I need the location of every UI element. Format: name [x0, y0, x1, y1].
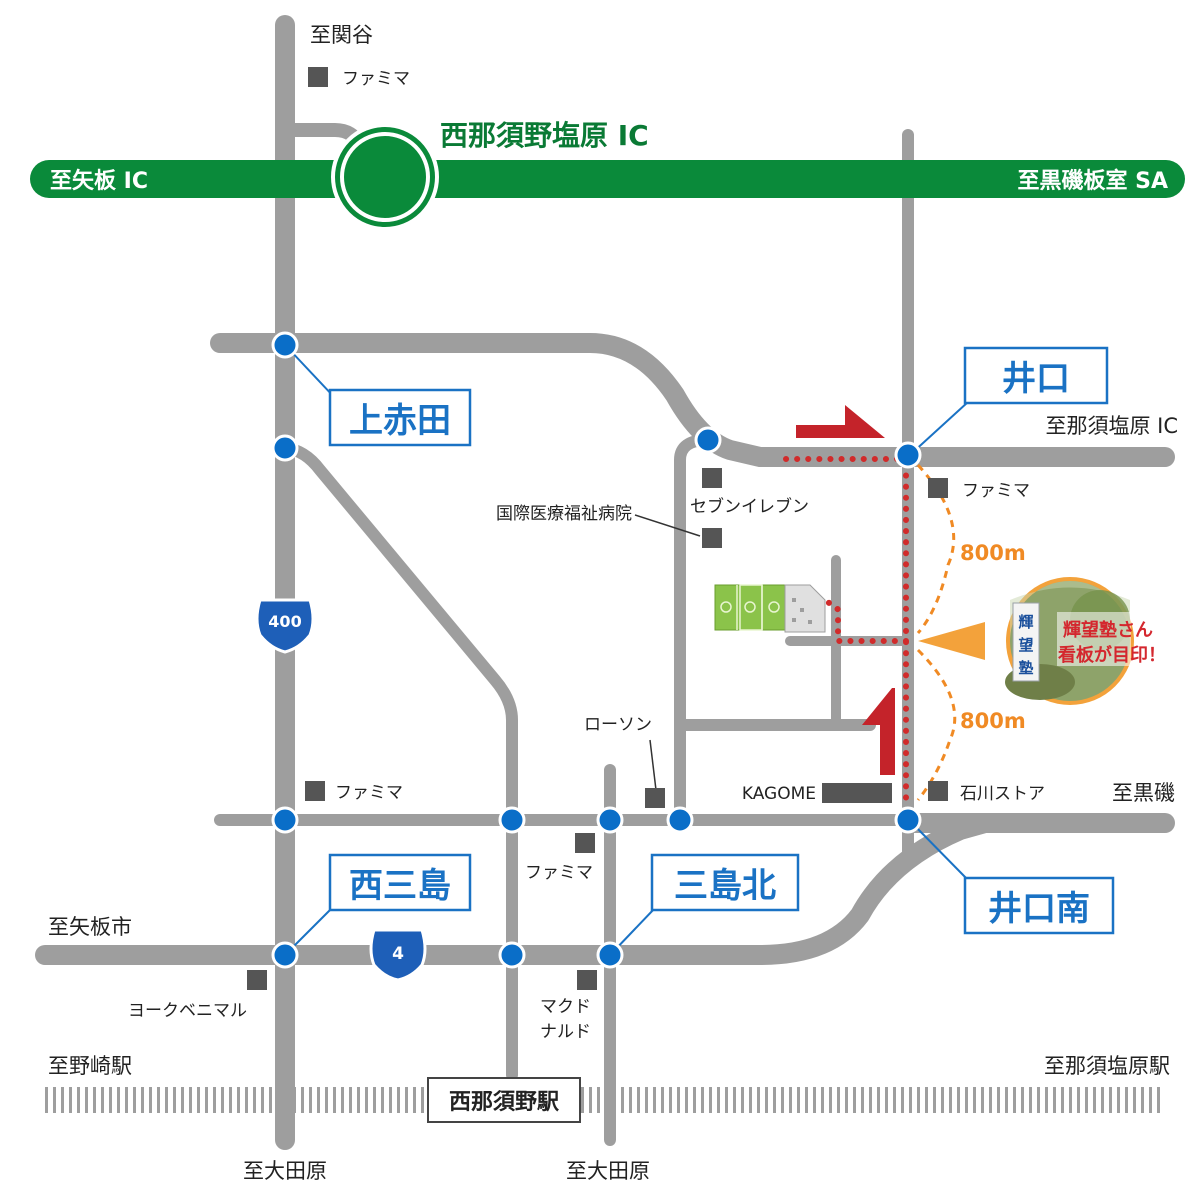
- route-400-label: 400: [268, 612, 301, 631]
- label-famima-mid: ファミマ: [525, 863, 593, 883]
- store-ishikawa-icon: [928, 781, 948, 801]
- label-kamiakada: 上赤田: [349, 401, 451, 441]
- dir-south-right: 至大田原: [566, 1159, 650, 1183]
- dir-west-lower: 至矢板市: [48, 915, 132, 939]
- school-building: [784, 584, 826, 633]
- dir-rail-west: 至野崎駅: [48, 1054, 132, 1078]
- store-hospital-icon: [702, 528, 722, 548]
- node-route4-mid: [498, 941, 526, 969]
- store-famima-west-icon: [305, 781, 325, 801]
- signboard-icon: [1012, 602, 1040, 682]
- node-kuroiso-1: [271, 806, 299, 834]
- signboard-callout: 輝 望 塾 輝望塾さん 看板が目印！: [918, 577, 1166, 705]
- label-famima-top: ファミマ: [342, 69, 410, 89]
- store-leader-lines: [634, 514, 701, 791]
- distance-upper-label: 800m: [960, 541, 1026, 565]
- sign-char-2: 望: [1018, 636, 1033, 654]
- store-kagome-icon: [822, 783, 892, 803]
- label-kagome: KAGOME: [742, 784, 816, 804]
- sign-char-1: 輝: [1018, 613, 1033, 631]
- callout-line-1: 輝望塾さん: [1063, 619, 1153, 641]
- store-labels: ファミマ セブンイレブン 国際医療福祉病院 ファミマ ローソン KAGOME 石…: [128, 69, 1045, 1042]
- label-mishimakita: 三島北: [674, 866, 776, 906]
- node-iguchi-minami: [894, 806, 922, 834]
- arrow-north-icon: [862, 688, 895, 775]
- store-seven-icon: [702, 468, 722, 488]
- station-label: 西那須野駅: [449, 1090, 559, 1115]
- node-kuroiso-2: [498, 806, 526, 834]
- highway-west-label: 至矢板 IC: [50, 168, 148, 194]
- store-lawson-icon: [645, 788, 665, 808]
- node-iguchi: [894, 441, 922, 469]
- dir-east-upper: 至那須塩原 IC: [1045, 414, 1178, 438]
- store-famima-mid-icon: [575, 833, 595, 853]
- dir-rail-east: 至那須塩原駅: [1044, 1054, 1170, 1078]
- node-nishimishima: [271, 941, 299, 969]
- dir-south-left: 至大田原: [243, 1159, 327, 1183]
- route-400-shield-icon: 400: [255, 598, 315, 654]
- store-mcd-icon: [577, 970, 597, 990]
- callout-line-2: 看板が目印！: [1057, 644, 1166, 666]
- route-4-label: 4: [392, 944, 404, 964]
- ic-name-label: 西那須野塩原 IC: [440, 119, 649, 152]
- label-mcd-2: ナルド: [540, 1022, 591, 1042]
- arrow-east-icon: [796, 405, 885, 438]
- store-famima-iguchi-icon: [928, 478, 948, 498]
- node-kamiakada-south: [271, 434, 299, 462]
- label-iguchi: 井口: [1002, 359, 1070, 399]
- route-arrows: [796, 405, 895, 775]
- roads: [35, 15, 1175, 1150]
- station: 西那須野駅: [427, 1077, 581, 1123]
- label-nishimishima: 西三島: [349, 866, 451, 906]
- store-famima-top-icon: [308, 67, 328, 87]
- dir-north-top: 至関谷: [310, 23, 373, 47]
- node-kuroiso-3: [596, 806, 624, 834]
- label-lawson: ローソン: [584, 715, 652, 735]
- label-ishikawa: 石川ストア: [960, 784, 1045, 804]
- intersection-nodes: [271, 331, 922, 969]
- store-markers: [247, 67, 948, 990]
- label-hospital: 国際医療福祉病院: [496, 504, 632, 524]
- highway-band: [30, 160, 1185, 198]
- label-mcd-1: マクド: [540, 997, 591, 1017]
- node-kuroiso-4: [666, 806, 694, 834]
- ic-interchange-icon: [331, 123, 439, 231]
- node-kamiakada: [271, 331, 299, 359]
- direction-labels: 至関谷 至那須塩原 IC 至黒磯 至矢板市 至野崎駅 至那須塩原駅 至大田原 至…: [48, 23, 1178, 1183]
- highway: 至矢板 IC 至黒磯板室 SA 西那須野塩原 IC: [30, 119, 1185, 231]
- route-4-shield-icon: 4: [369, 928, 427, 982]
- sports-field: [714, 584, 826, 633]
- intersection-labels: 上赤田 井口 井口南 西三島 三島北: [328, 346, 1115, 935]
- store-yorkbeni-icon: [247, 970, 267, 990]
- node-seven: [694, 426, 722, 454]
- dir-east-mid: 至黒磯: [1112, 781, 1175, 805]
- node-mishimakita: [596, 941, 624, 969]
- distance-lower-label: 800m: [960, 709, 1026, 733]
- label-famima-west: ファミマ: [335, 783, 403, 803]
- label-famima-iguchi: ファミマ: [962, 481, 1030, 501]
- label-iguchi-minami: 井口南: [988, 889, 1090, 929]
- label-seven: セブンイレブン: [690, 496, 809, 517]
- sign-char-3: 塾: [1018, 659, 1033, 677]
- label-yorkbeni: ヨークベニマル: [128, 1001, 247, 1021]
- road-route-4: [35, 813, 995, 965]
- highway-east-label: 至黒磯板室 SA: [1017, 168, 1168, 194]
